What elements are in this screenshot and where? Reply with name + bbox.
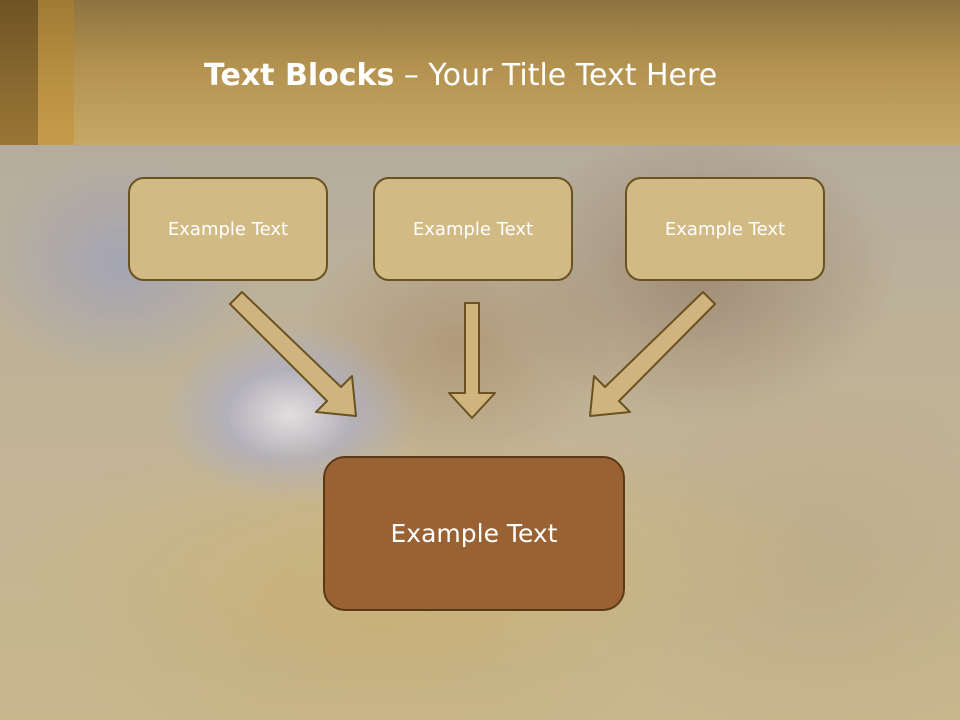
header-accent-mid [38,0,74,145]
slide-title: Text Blocks – Your Title Text Here [204,54,717,98]
arrow-diagonal-left-down-icon [589,291,716,417]
title-bold: Text Blocks [204,58,395,93]
bottom-block-label: Example Text [390,519,558,548]
top-block-2-label: Example Text [412,218,534,240]
top-block-3[interactable]: Example Text [625,177,825,281]
bottom-block[interactable]: Example Text [323,456,625,611]
header-accent-dark [0,0,38,145]
top-block-1-label: Example Text [167,218,289,240]
arrow-down-icon [448,302,496,419]
top-block-1[interactable]: Example Text [128,177,328,281]
top-block-3-label: Example Text [664,218,786,240]
header-band: Text Blocks – Your Title Text Here [0,0,960,145]
title-rest: – Your Title Text Here [394,58,718,93]
arrow-diagonal-right-down-icon [229,291,357,417]
top-block-2[interactable]: Example Text [373,177,573,281]
